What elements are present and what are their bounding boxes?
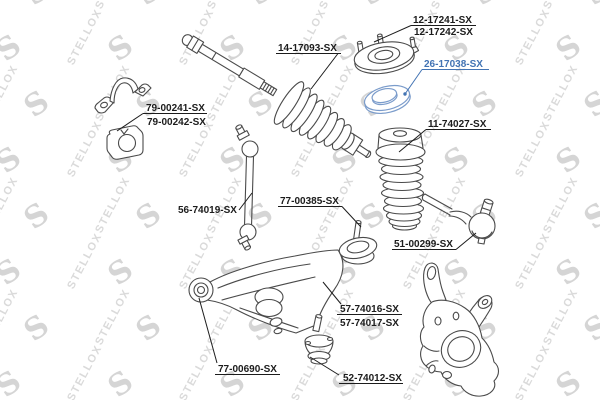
label-steering-boot[interactable]: 14-17093-SX <box>278 43 337 54</box>
label-rear-bushing[interactable]: 77-00385-SX <box>280 196 339 207</box>
leader-rear-bushing <box>341 206 362 228</box>
leader-dust-boot <box>398 129 427 153</box>
leader-lines <box>116 25 491 384</box>
label-strut-bearing[interactable]: 26-17038-SX <box>424 59 483 70</box>
strut-mount-drawing <box>353 33 420 75</box>
leader-strut-bearing <box>404 69 423 95</box>
leader-strut-mount <box>373 25 412 43</box>
stabilizer-bracket-drawing <box>94 77 152 114</box>
part-labels: 12-17241-SX 12-17242-SX 14-17093-SX 26-1… <box>146 15 487 384</box>
label-control-arm-2[interactable]: 57-74017-SX <box>340 318 399 329</box>
label-control-arm-1[interactable]: 57-74016-SX <box>340 304 399 315</box>
leader-control-arm <box>322 281 342 305</box>
label-stab-bushing-2[interactable]: 79-00242-SX <box>147 117 206 128</box>
leader-front-bushing <box>198 297 218 364</box>
steering-knuckle-drawing <box>419 262 500 397</box>
label-strut-mount-2[interactable]: 12-17242-SX <box>414 27 473 38</box>
leader-ball-joint <box>309 356 340 376</box>
control-arm-drawing <box>188 249 344 335</box>
leader-tie-rod-end <box>455 232 477 250</box>
leader-stabilizer-bushing <box>116 113 144 132</box>
leader-steering-boot <box>310 53 339 90</box>
ball-joint-drawing <box>304 314 334 365</box>
stabilizer-bushing-drawing <box>106 125 144 160</box>
inner-tie-rod-drawing <box>181 34 278 97</box>
leader-dot-strut-bearing <box>403 92 407 96</box>
control-arm-rear-bushing-drawing <box>338 220 378 265</box>
stabilizer-link-drawing <box>235 124 259 251</box>
label-strut-mount-1[interactable]: 12-17241-SX <box>413 15 472 26</box>
label-stabilizer-link[interactable]: 56-74019-SX <box>178 205 237 216</box>
label-tie-rod-end[interactable]: 51-00299-SX <box>394 239 453 250</box>
label-stab-bushing-1[interactable]: 79-00241-SX <box>146 103 205 114</box>
steering-rack-boot-drawing <box>273 81 372 158</box>
strut-bearing-drawing <box>363 84 411 114</box>
tie-rod-end-drawing <box>421 193 496 245</box>
label-dust-boot[interactable]: 11-74027-SX <box>428 119 487 130</box>
label-front-bushing[interactable]: 77-00690-SX <box>218 364 277 375</box>
leader-stabilizer-link <box>238 192 253 211</box>
label-ball-joint[interactable]: 52-74012-SX <box>343 373 402 384</box>
shock-dust-boot-drawing <box>375 127 426 231</box>
